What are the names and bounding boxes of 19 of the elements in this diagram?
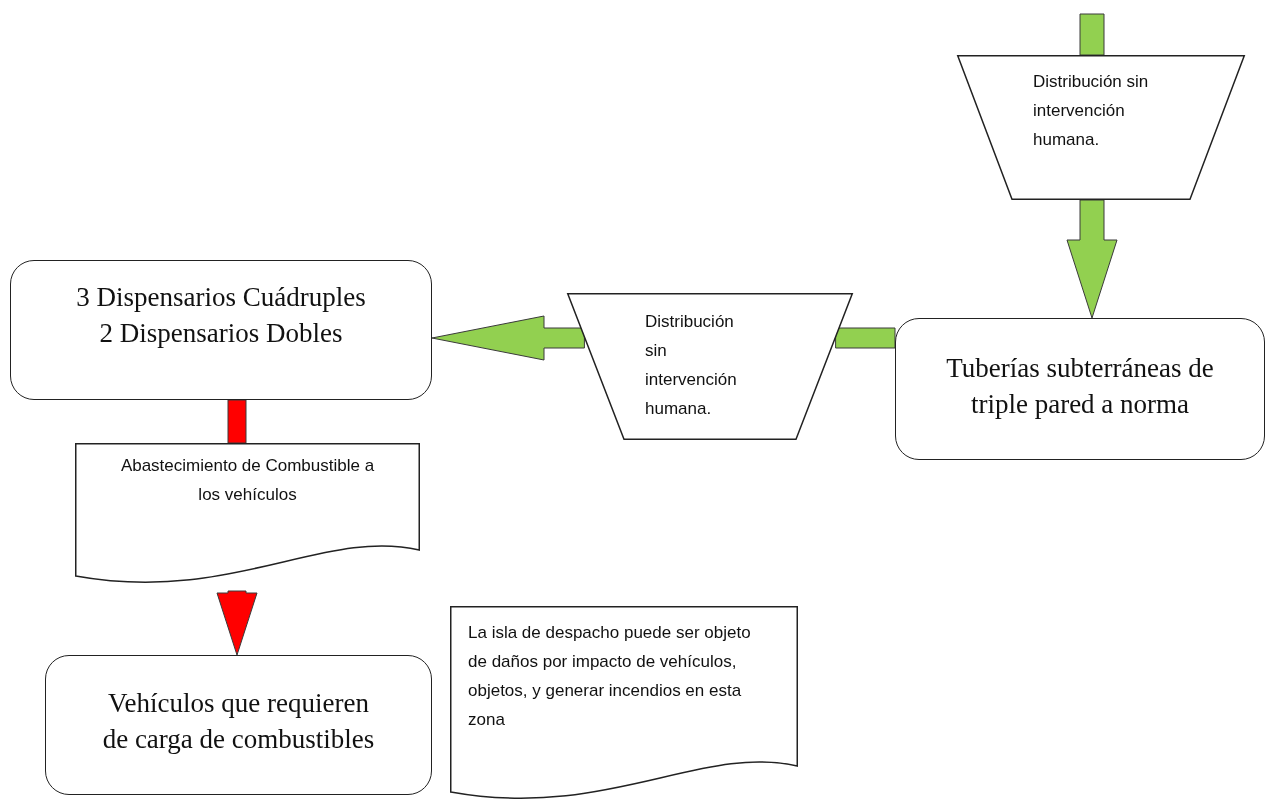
node-label: Tuberías subterráneas de triple pared a norma [945,352,1215,421]
node-label: La isla de despacho puede ser objeto de daños por impacto de vehículos, objetos, y generar incendios en esta zona [468,622,752,731]
rounded-box [45,655,432,795]
node-label: Distribución sin intervención humana. [1033,71,1150,151]
block-arrow [227,399,247,444]
rounded-box [895,318,1265,460]
rounded-box [10,260,432,400]
node-label: 2 Dispensarios Dobles [99,317,343,350]
block-arrow [1066,199,1118,319]
trapezoid-shape [567,293,853,440]
trapezoid-shape [957,55,1245,200]
node-label: Distribución sin intervención humana. [645,311,738,420]
node-label: 3 Dispensarios Cuádruples [76,281,366,314]
node-label: Vehículos que requieren de carga de combustibles [101,687,376,756]
block-arrow [1079,13,1105,56]
block-arrow [216,590,258,656]
node-label: Abastecimiento de Combustible a los vehículos [120,455,375,506]
block-arrow [835,327,896,349]
block-arrow [431,315,585,361]
